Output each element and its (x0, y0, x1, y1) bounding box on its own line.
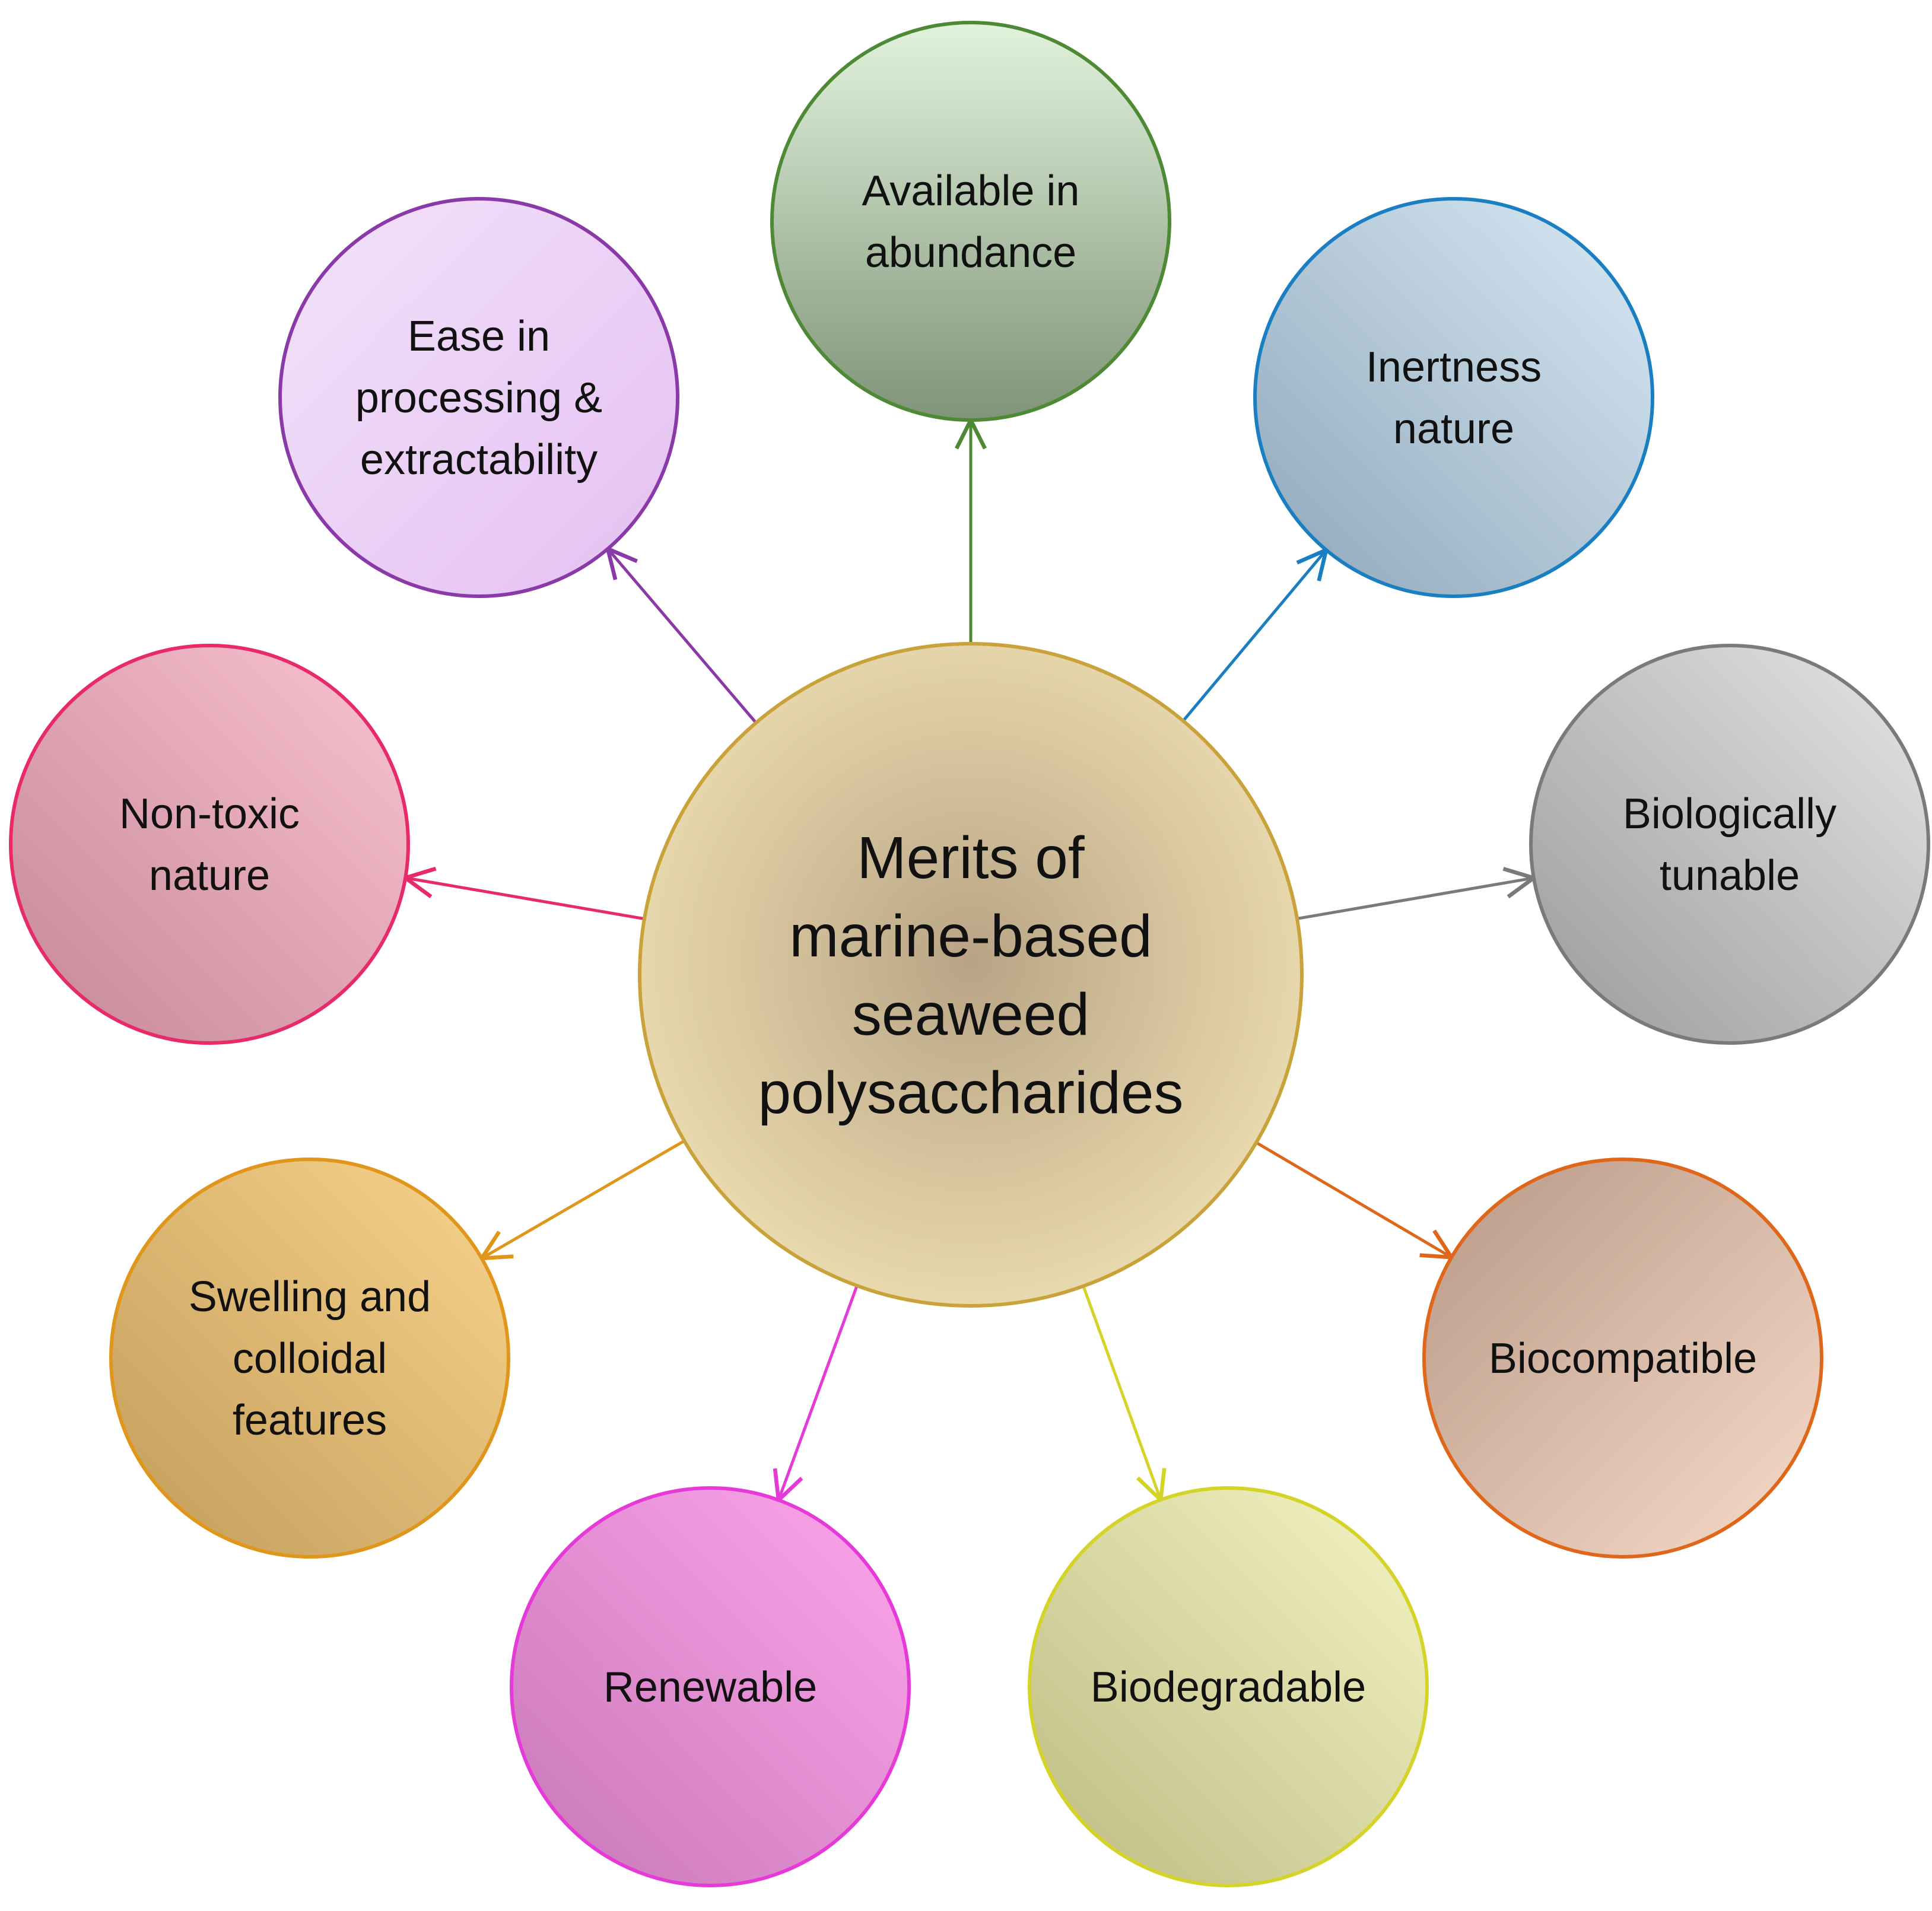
arrow-to-biologically-tunable (1297, 878, 1534, 920)
merit-circle (1529, 644, 1930, 1045)
merit-node-biologically-tunable: Biologically tunable (1529, 644, 1930, 1045)
merit-circle (1422, 1158, 1823, 1559)
center-title-line: marine-based (789, 903, 1152, 969)
merit-label-line: Non-toxic (119, 790, 300, 838)
merit-label-line: abundance (865, 229, 1076, 276)
merit-label-line: colloidal (233, 1335, 387, 1382)
merit-label-line: extractability (360, 436, 598, 484)
merit-node-biodegradable: Biodegradable (1028, 1486, 1429, 1887)
merit-label-line: Ease in (408, 313, 550, 360)
merit-circle (278, 197, 679, 598)
arrow-to-swelling (482, 1139, 685, 1258)
merit-node-ease-processing: Ease in processing & extractability (278, 197, 679, 598)
arrow-to-biocompatible (1255, 1141, 1451, 1257)
merit-node-renewable: Renewable (510, 1486, 911, 1887)
merit-label-line: nature (149, 852, 270, 899)
merit-label-line: nature (1393, 405, 1514, 453)
arrow-to-renewable (778, 1285, 859, 1500)
merit-circle (770, 21, 1171, 422)
merit-node-biocompatible: Biocompatible (1422, 1158, 1823, 1559)
merit-circle (109, 1158, 510, 1559)
merit-circle (9, 644, 410, 1045)
merit-label-line: Biodegradable (1091, 1664, 1366, 1711)
arrow-to-ease-processing (608, 549, 758, 724)
center-title-line: seaweed (852, 981, 1089, 1048)
merit-label-line: Biologically (1623, 790, 1836, 838)
merit-label-line: processing & (355, 374, 602, 422)
merit-label-line: Inertness (1366, 344, 1542, 391)
merit-node-inertness: Inertness nature (1253, 197, 1654, 598)
merit-label-line: tunable (1660, 852, 1800, 899)
arrow-to-non-toxic (405, 878, 645, 921)
merit-node-swelling: Swelling and colloidal features (109, 1158, 510, 1559)
center-title-line: polysaccharides (758, 1060, 1183, 1126)
merit-nodes: Available inabundanceInertnessnatureBiol… (9, 21, 1930, 1887)
arrow-to-inertness (1182, 550, 1326, 722)
center-title-line: Merits of (857, 825, 1085, 891)
merit-circle (1253, 197, 1654, 598)
merit-circle (510, 1486, 911, 1887)
merit-circle (1028, 1486, 1429, 1887)
arrow-to-biodegradable (1082, 1285, 1161, 1500)
merit-node-available: Available in abundance (770, 21, 1171, 422)
center-circle (638, 642, 1304, 1308)
merit-label-line: Available in (862, 167, 1080, 215)
connector-arrows (405, 420, 1534, 1500)
merit-label-line: Renewable (603, 1664, 817, 1711)
merit-node-non-toxic: Non-toxic nature (9, 644, 410, 1045)
merit-label-line: Swelling and (189, 1273, 431, 1321)
merit-label-line: Biocompatible (1489, 1335, 1757, 1382)
merit-label-line: features (233, 1397, 387, 1444)
center-node: Merits of marine-based seaweed polysacchari… (638, 642, 1304, 1308)
